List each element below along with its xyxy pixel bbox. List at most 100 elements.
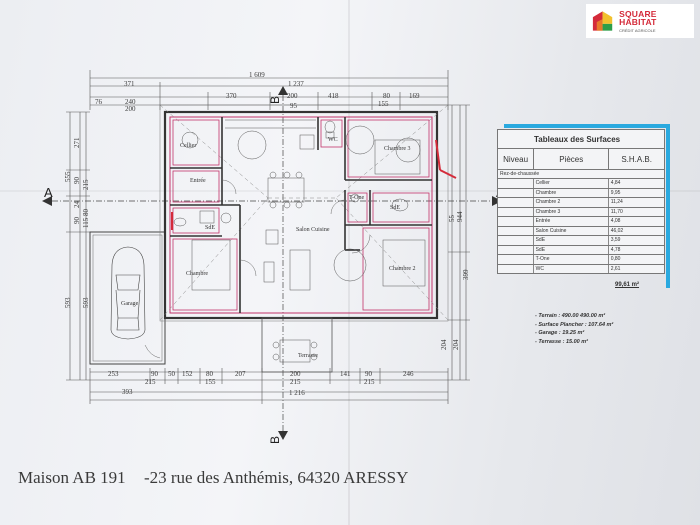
paper-fold-vertical (348, 0, 350, 525)
dim-top-overall: 1 609 (249, 71, 265, 79)
surfaces-row-area: 11,24 (610, 199, 623, 205)
surfaces-table-accent (504, 124, 670, 288)
room-label-terrasse: Terrasse (298, 353, 318, 359)
surfaces-row-area: 11,70 (610, 208, 623, 215)
room-label-sde1: SdE (205, 225, 216, 231)
dim-left-d: 215 (82, 179, 90, 191)
surfaces-row-area: 9,95 (610, 189, 621, 196)
dim-top-row2-e: 418 (328, 92, 339, 100)
room-label-cellier: Cellier (180, 143, 197, 149)
surfaces-row-room: Chambre 3 (534, 207, 609, 216)
surfaces-row-level (498, 179, 534, 188)
surfaces-row-level (498, 188, 534, 197)
surfaces-row-area: 3,59 (610, 237, 621, 243)
room-label-tone: T-One (349, 195, 365, 201)
summary-terrasse: - Terrasse : 15.00 m² (535, 338, 588, 345)
dim-bottom-j: 215 (290, 378, 301, 386)
summary-surface-plancher: - Surface Plancher : 107.64 m² (535, 321, 614, 328)
surfaces-row-level (498, 198, 534, 207)
dim-bottom-i: 200 (290, 370, 301, 378)
surfaces-row-area: 46,02 (610, 227, 624, 234)
dim-left-g: 115 (82, 217, 90, 228)
header-level: Niveau (498, 149, 535, 169)
dim-top-row1-a: 371 (124, 80, 135, 88)
dim-bottom-h: 207 (235, 370, 246, 378)
room-label-garage: Garage (121, 301, 139, 307)
surfaces-total: 99,61 m² (615, 282, 640, 288)
header-rooms: Pièces (534, 149, 610, 169)
surfaces-row-room: T-One (534, 255, 609, 264)
dim-bottom-o: 393 (122, 388, 133, 396)
surfaces-level-label: Rez-de-chaussée (497, 170, 665, 179)
surfaces-row-area: 4,84 (610, 180, 621, 186)
dim-right-d: 204 (440, 339, 448, 351)
dim-left-i: 593 (64, 297, 72, 309)
dim-bottom-n: 246 (403, 370, 414, 378)
dim-bottom-a: 253 (108, 370, 119, 378)
room-label-chambre3: Chambre 3 (384, 146, 411, 152)
dim-top-row2-f: 80 (383, 92, 390, 100)
dim-right-b: 944 (456, 211, 464, 223)
surfaces-row-area: 0,80 (610, 256, 621, 262)
surface-summary: - Terrain : 490.00 490.00 m² - Surface P… (535, 312, 613, 346)
square-habitat-logo: SQUARE HABITAT CRÉDIT AGRICOLE (586, 4, 694, 38)
logo-name: SQUARE HABITAT (619, 8, 657, 27)
dim-top-row2-b: 240 (125, 98, 136, 106)
surfaces-row-room: SdE (534, 245, 609, 254)
surfaces-row-level (498, 217, 534, 226)
dim-left-h: 80 (82, 209, 90, 216)
surfaces-row-room: Chambre 2 (534, 198, 609, 207)
room-label-salon-cuisine: Salon Cuisine (296, 227, 330, 233)
surfaces-row-room: SdE (534, 236, 609, 245)
surfaces-row-room: Salon Cuisine (534, 226, 609, 235)
dim-left-e: 24 (73, 201, 81, 208)
dim-top-row2-d: 200 (287, 92, 298, 100)
dim-bottom-b: 90 (151, 370, 158, 378)
dim-left-f: 90 (73, 217, 81, 224)
section-marker-b-top: B (268, 95, 282, 104)
address-caption: Maison AB 191 -23 rue des Anthémis, 6432… (18, 468, 408, 488)
surfaces-table-title: Tableaux des Surfaces (497, 129, 665, 148)
dim-top-row3-a: 200 (125, 105, 136, 113)
surfaces-row-room: WC (534, 264, 609, 273)
dim-bottom-g: 155 (205, 378, 216, 386)
surfaces-row-area: 4,78 (610, 246, 621, 253)
dim-right-c: 399 (462, 269, 470, 281)
room-label-chambre: Chambre (186, 271, 208, 277)
dim-left-b: 555 (64, 171, 72, 183)
surfaces-row-level (498, 264, 534, 273)
address-street: -23 rue des Anthémis, 64320 ARESSY (143, 468, 409, 487)
dim-bottom-l: 90 (365, 370, 372, 378)
dim-left-c: 90 (73, 177, 81, 184)
dim-left-a: 271 (73, 137, 81, 149)
room-label-sde2: SdE (390, 205, 401, 211)
dim-top-row3-b: 95 (290, 102, 297, 110)
surfaces-row-level (498, 255, 534, 264)
dim-bottom-k: 141 (340, 370, 351, 378)
room-label-chambre2: Chambre 2 (389, 266, 416, 272)
dim-right-e: 204 (452, 339, 460, 351)
summary-terrain: - Terrain : 490.00 490.00 m² (535, 313, 606, 319)
logo-subtitle: CRÉDIT AGRICOLE (619, 27, 656, 33)
dim-top-row3-c: 155 (378, 100, 389, 108)
address-lot: Maison AB 191 (18, 468, 126, 487)
square-habitat-logo-mark-icon (590, 9, 615, 33)
dim-top-row1-b: 1 237 (288, 80, 304, 88)
summary-garage: - Garage : 19.25 m² (535, 330, 585, 336)
dim-left-j: 593 (82, 297, 90, 309)
surfaces-row-room: Chambre (534, 188, 609, 197)
dim-bottom-p: 1 216 (289, 389, 305, 397)
dim-top-row2-a: 76 (95, 98, 102, 106)
header-shab: S.H.A.B. (621, 154, 652, 164)
dim-top-row2-c: 370 (226, 92, 237, 100)
